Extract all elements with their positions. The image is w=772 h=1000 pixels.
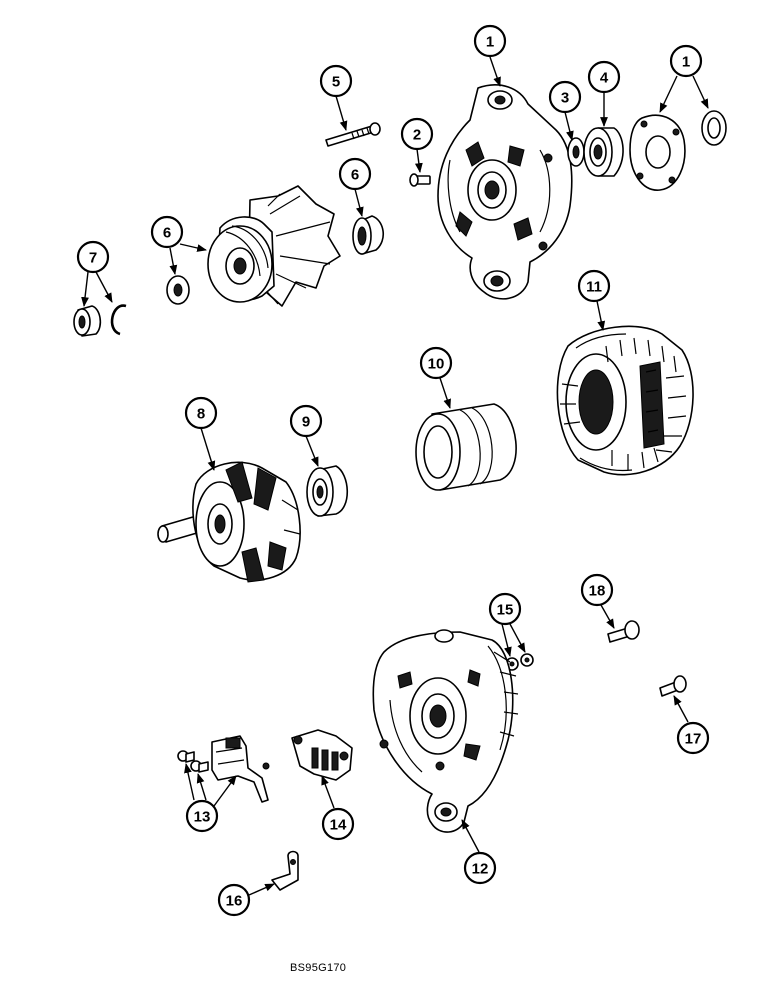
svg-text:18: 18 xyxy=(589,583,606,600)
callout-1-right: 1 xyxy=(669,44,703,78)
svg-text:13: 13 xyxy=(194,809,211,826)
svg-text:1: 1 xyxy=(486,34,494,51)
svg-text:15: 15 xyxy=(497,602,514,619)
svg-text:9: 9 xyxy=(302,414,310,431)
svg-text:2: 2 xyxy=(413,127,421,144)
pulley-nut-part xyxy=(73,305,102,337)
svg-text:3: 3 xyxy=(561,90,569,107)
callout-6-left: 6 xyxy=(150,215,184,249)
retainer-plate-part xyxy=(629,114,686,191)
callout-14: 14 xyxy=(321,807,355,841)
nut-washer-part xyxy=(505,653,534,671)
bearing-sleeve-part xyxy=(415,403,517,491)
svg-text:5: 5 xyxy=(332,74,340,91)
svg-text:1: 1 xyxy=(682,54,690,71)
bearing-part xyxy=(583,127,624,177)
callout-4: 4 xyxy=(587,60,621,94)
terminal-bracket-part xyxy=(271,850,299,891)
svg-text:7: 7 xyxy=(89,250,97,267)
callout-17: 17 xyxy=(676,721,710,755)
callout-12: 12 xyxy=(463,851,497,885)
callout-18: 18 xyxy=(580,573,614,607)
rotor-part xyxy=(157,461,301,583)
callout-3: 3 xyxy=(548,80,582,114)
svg-text:6: 6 xyxy=(163,225,171,242)
svg-text:12: 12 xyxy=(472,861,489,878)
rotor-bearing-part xyxy=(306,465,348,517)
leader-lines xyxy=(81,56,709,896)
figure-code: BS95G170 xyxy=(290,962,347,974)
rear-housing-part xyxy=(372,629,519,833)
callout-9: 9 xyxy=(289,404,323,438)
callout-15: 15 xyxy=(488,592,522,626)
callout-6-right: 6 xyxy=(338,157,372,191)
through-bolt-part xyxy=(325,122,381,147)
screw-part xyxy=(409,173,431,187)
callout-10: 10 xyxy=(419,346,453,380)
svg-text:6: 6 xyxy=(351,167,359,184)
screw-17-part xyxy=(659,675,687,697)
pulley-washer-part xyxy=(166,275,190,305)
seal-part xyxy=(701,110,727,146)
callout-1: 1 xyxy=(473,24,507,58)
rectifier-part xyxy=(291,729,353,781)
callout-5: 5 xyxy=(319,64,353,98)
brush-holder-part xyxy=(177,735,270,803)
screw-18-part xyxy=(607,620,640,643)
callout-2: 2 xyxy=(400,117,434,151)
svg-text:16: 16 xyxy=(226,893,243,910)
spacer-ring-part xyxy=(567,137,585,167)
callout-8: 8 xyxy=(184,396,218,430)
callout-11: 11 xyxy=(577,269,611,303)
svg-text:11: 11 xyxy=(586,279,602,296)
pulley-fan-part xyxy=(207,185,341,307)
stator-part xyxy=(556,325,694,476)
drive-end-housing-part xyxy=(437,84,573,300)
svg-text:14: 14 xyxy=(330,817,347,834)
svg-text:10: 10 xyxy=(428,356,445,373)
callout-16: 16 xyxy=(217,883,251,917)
callout-13: 13 xyxy=(185,799,219,833)
svg-text:8: 8 xyxy=(197,406,205,423)
snap-ring-part xyxy=(110,304,127,336)
svg-text:4: 4 xyxy=(600,70,609,87)
svg-text:17: 17 xyxy=(685,731,702,748)
pulley-spacer-part xyxy=(352,215,384,255)
callout-7: 7 xyxy=(76,240,110,274)
